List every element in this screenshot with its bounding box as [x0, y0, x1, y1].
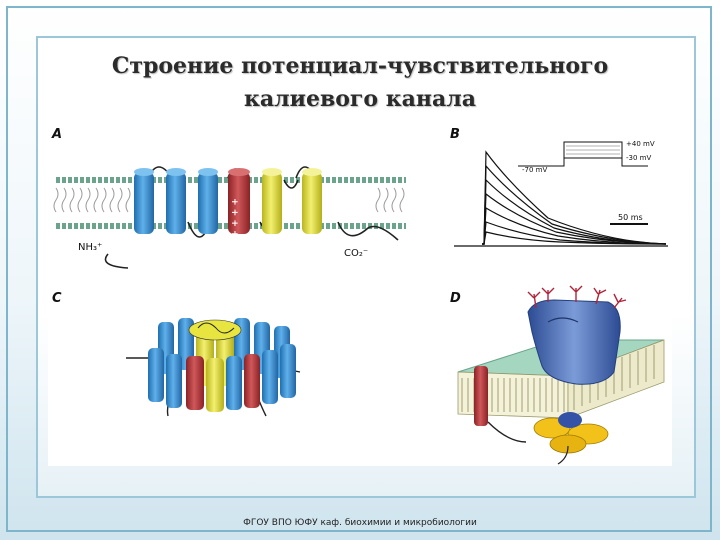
outer-frame: [6, 6, 712, 532]
voltage-protocol-high: [518, 141, 648, 167]
footer-text: ФГОУ ВПО ЮФУ каф. биохимии и микробиолог…: [243, 518, 477, 528]
voltage-sensor-helix-d: [474, 366, 488, 426]
helix-s3: [198, 168, 218, 234]
figure-svg: A + + + + NH₃⁺ CO₂⁻: [51, 127, 668, 465]
glycosylation-chains: [527, 285, 627, 309]
tetramer-channel: [148, 318, 296, 412]
panel-a-label: A: [51, 127, 62, 142]
panel-a: A + + + + NH₃⁺ CO₂⁻: [51, 127, 406, 269]
panel-d: D: [450, 285, 665, 465]
panel-b: B +40 mV -30 mV -70 mV: [450, 127, 668, 247]
panel-b-label: B: [450, 127, 460, 142]
panel-d-label: D: [450, 291, 461, 306]
title-line-2: калиевого канала: [243, 86, 476, 112]
pore-loop-p: [283, 179, 299, 189]
current-traces: [482, 150, 667, 245]
helix-s6: [302, 168, 322, 234]
helix-s5: [262, 168, 282, 234]
s4-charges: + + + +: [229, 198, 239, 238]
scale-bar-label: 50 ms: [618, 213, 643, 222]
holding-potential-label: -70 mV: [522, 166, 547, 174]
n-terminus-label: NH₃⁺: [78, 242, 102, 253]
channel-figure: A + + + + NH₃⁺ CO₂⁻: [48, 122, 672, 466]
step-high-label: +40 mV: [626, 140, 655, 148]
helix-s4-voltage-sensor: [228, 168, 250, 234]
beta-subunits: [533, 412, 609, 454]
c-terminus-label: CO₂⁻: [344, 248, 368, 259]
panel-c: C: [52, 291, 301, 417]
step-low-label: -30 mV: [626, 154, 651, 162]
slide-title: Строение потенциал-чувствительного калие…: [0, 50, 720, 116]
helix-s1: [134, 168, 154, 234]
voltage-protocol-low: [563, 157, 623, 166]
panel-c-label: C: [52, 291, 62, 306]
helix-s2: [166, 168, 186, 234]
channel-protein-d: [527, 299, 621, 385]
title-line-1: Строение потенциал-чувствительного: [111, 53, 609, 79]
tetramer-front-row: [148, 344, 296, 412]
